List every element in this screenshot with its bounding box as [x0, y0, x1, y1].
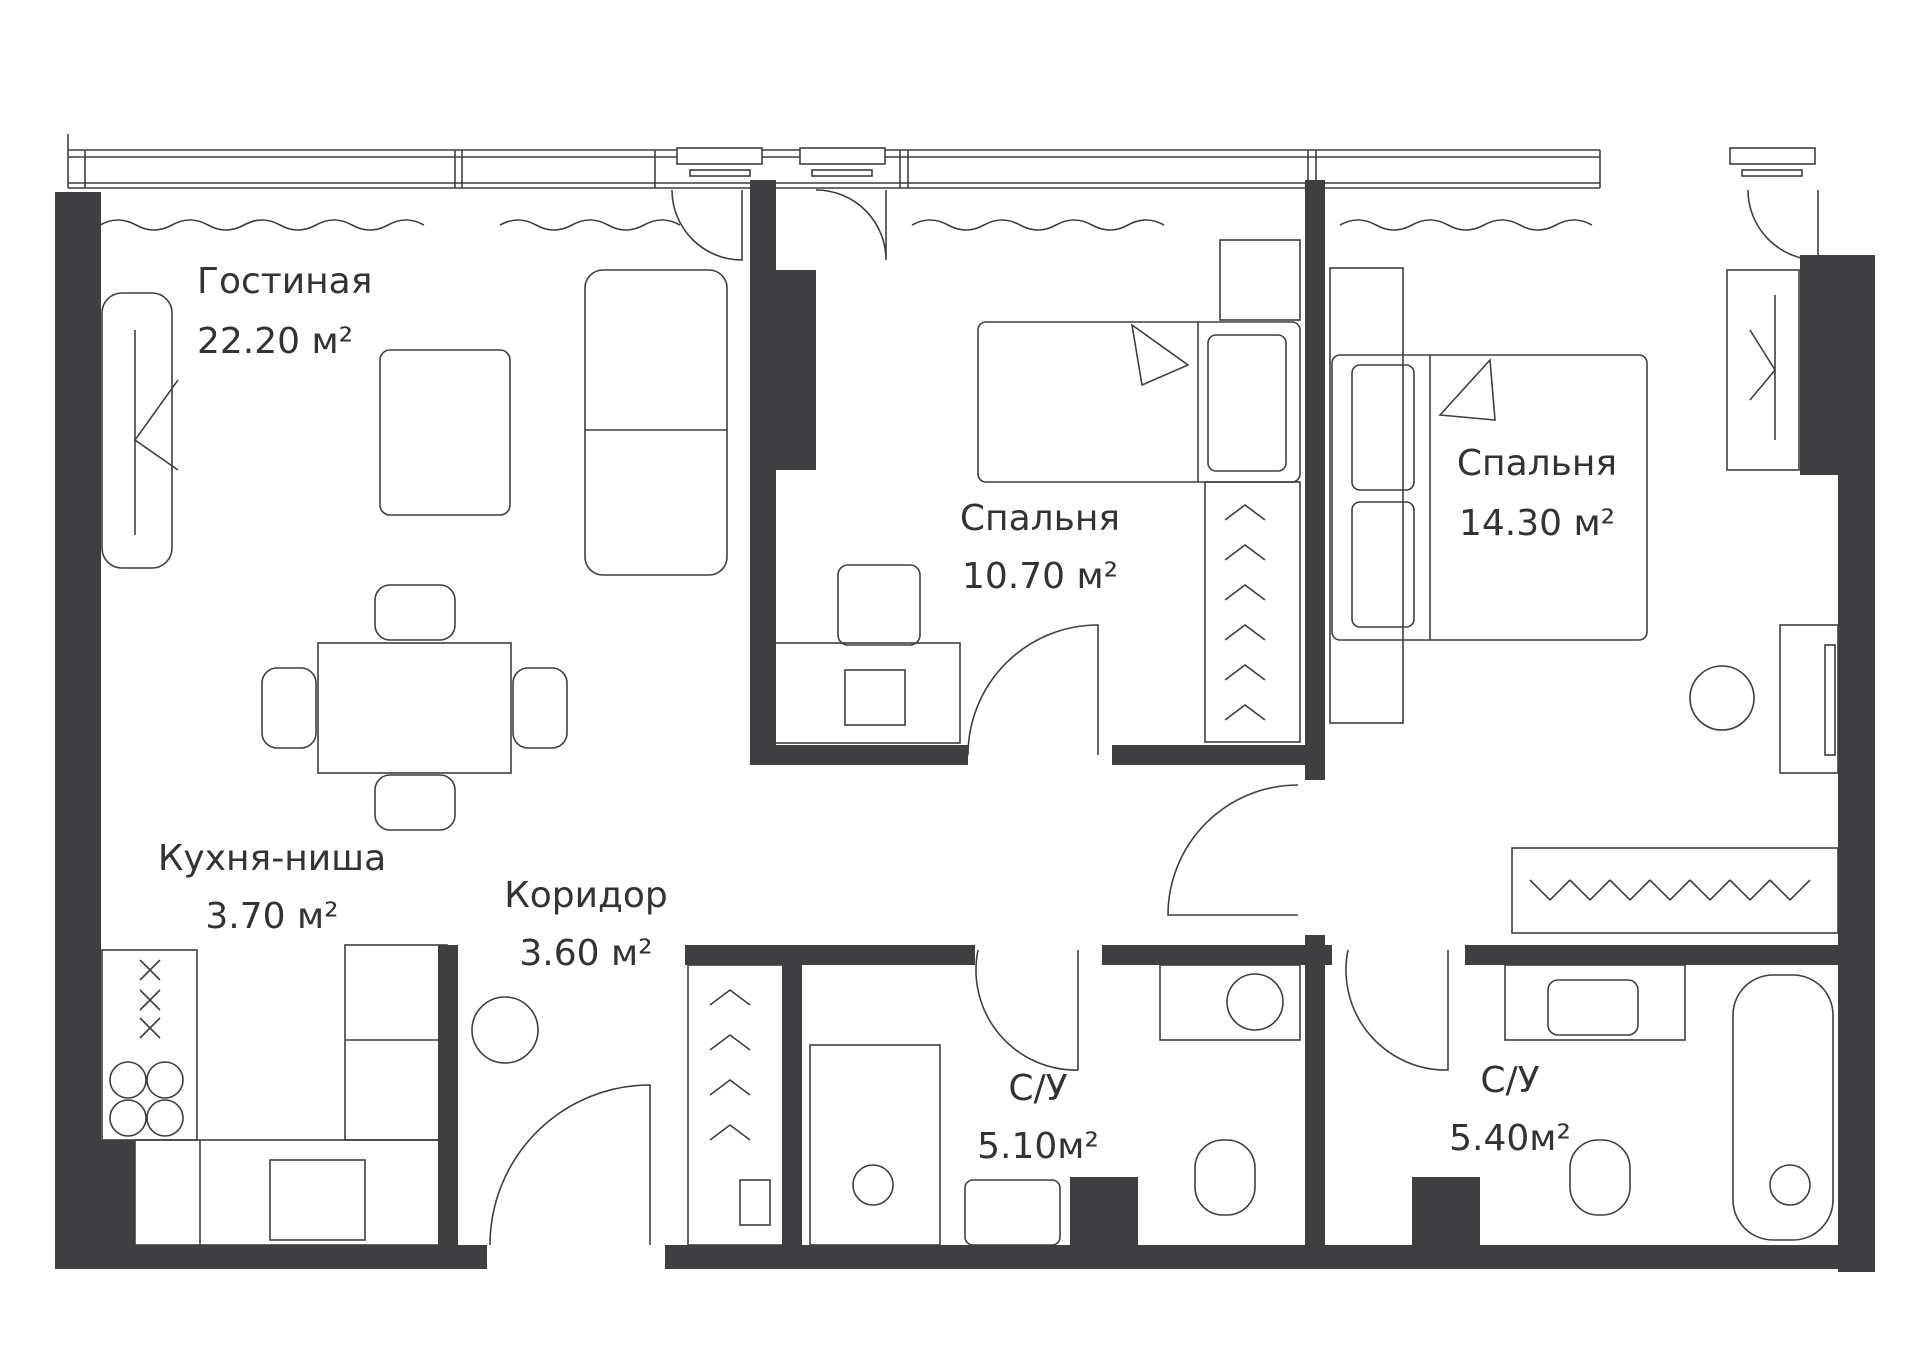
room-label-kitchen: Кухня-ниша 3.70 м²: [158, 838, 386, 937]
room-name: С/У: [1480, 1060, 1539, 1101]
kitchen-furniture: [101, 944, 539, 1246]
room-area: 10.70 м²: [962, 556, 1118, 597]
bedroom-large-furniture: [1329, 267, 1839, 934]
room-area: 14.30 м²: [1459, 503, 1615, 544]
room-label-bedroom-small: Спальня 10.70 м²: [960, 498, 1120, 597]
room-label-bath-1: С/У 5.10м²: [977, 1068, 1099, 1167]
room-label-bath-2: С/У 5.40м²: [1449, 1060, 1571, 1159]
living-furniture: [101, 269, 728, 831]
room-name: Гостиная: [197, 261, 372, 302]
room-area: 3.60 м²: [519, 933, 652, 974]
room-name: Спальня: [960, 498, 1120, 539]
bath-2-furniture: [1504, 964, 1834, 1241]
room-name: Коридор: [504, 875, 668, 916]
window-strip: [67, 134, 1816, 231]
walls: [55, 180, 1875, 1272]
room-label-bedroom-large: Спальня 14.30 м²: [1457, 443, 1617, 544]
room-name: С/У: [1008, 1068, 1067, 1109]
room-label-living: Гостиная 22.20 м²: [197, 261, 372, 362]
room-area: 5.10м²: [977, 1126, 1099, 1167]
room-name: Спальня: [1457, 443, 1617, 484]
bath-1-furniture: [809, 964, 1301, 1246]
room-area: 5.40м²: [1449, 1118, 1571, 1159]
doors: [489, 189, 1819, 1246]
corridor-furniture: [687, 964, 784, 1246]
room-area: 22.20 м²: [197, 321, 353, 362]
room-area: 3.70 м²: [205, 896, 338, 937]
room-name: Кухня-ниша: [158, 838, 386, 879]
bedroom-small-furniture: [769, 239, 1301, 744]
room-label-corridor: Коридор 3.60 м²: [504, 875, 668, 974]
